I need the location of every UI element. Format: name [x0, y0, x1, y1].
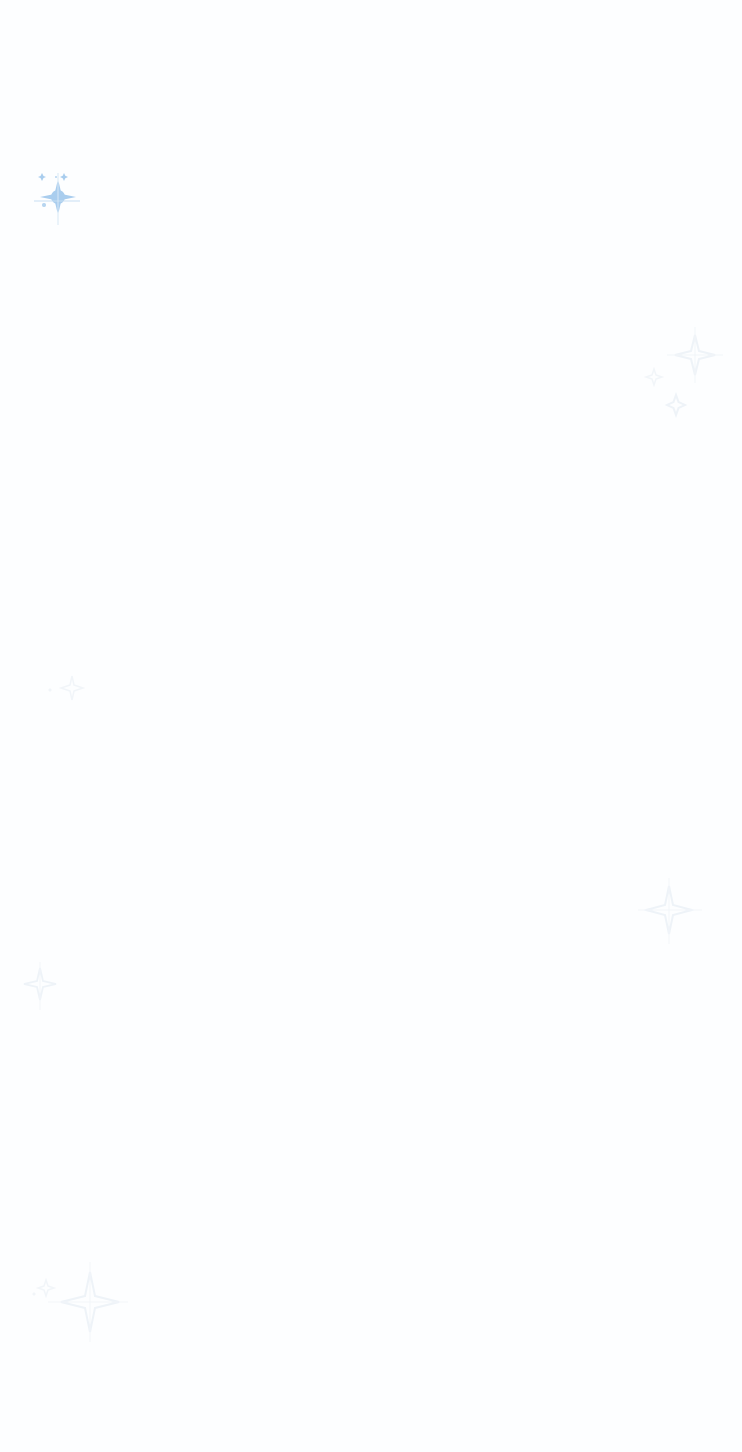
sparkle-icon: [23, 962, 57, 1010]
sparkle-icon: [638, 878, 702, 944]
sparkle-icon: [48, 675, 86, 701]
sparkle-icon: [643, 327, 723, 418]
sparkle-icon: [32, 1262, 128, 1342]
sparkle-icon: [34, 173, 80, 225]
